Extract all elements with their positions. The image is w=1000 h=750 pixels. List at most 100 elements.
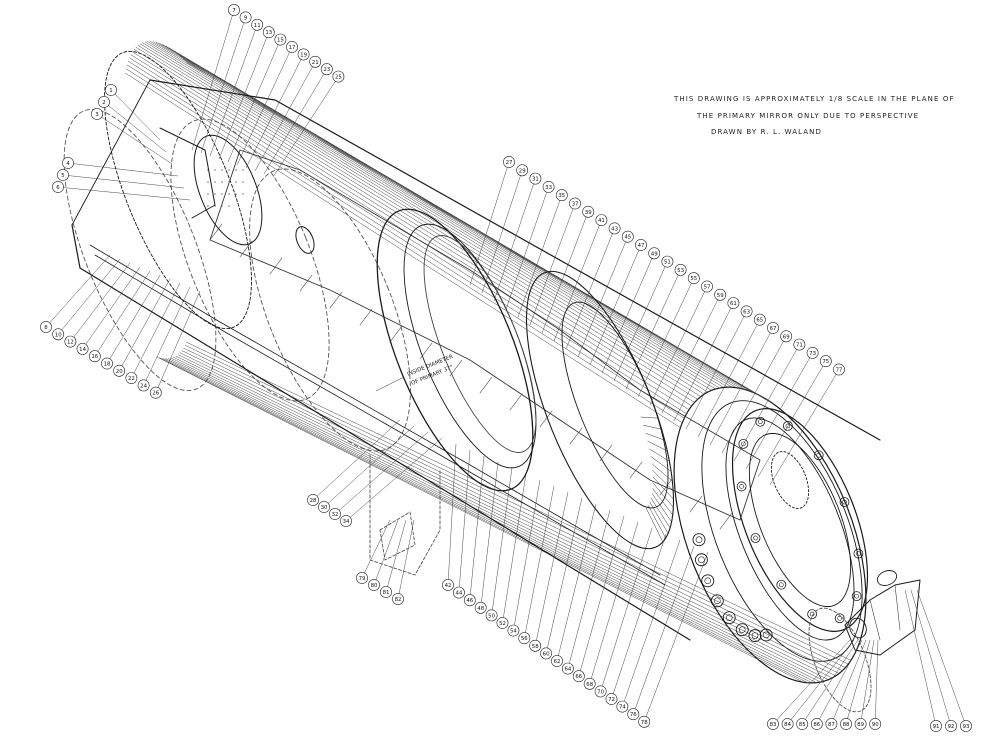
callout-balloon: 47 [635,239,647,251]
leader-line [625,269,681,390]
callout-number: 24 [140,383,147,389]
leader-line [845,639,871,725]
callout-balloon: 19 [297,48,310,61]
callout-balloon: 21 [309,55,322,68]
callout-balloon: 49 [648,247,661,260]
callout-number: 69 [783,334,790,340]
callout-number: 67 [770,326,777,332]
callout-number: 23 [323,67,330,73]
callout-leader-lines [45,9,967,727]
callout-balloon: 18 [101,357,113,370]
callout-balloon: 70 [594,685,607,698]
callout-number: 53 [677,268,684,274]
callout-balloon: 89 [854,718,867,730]
callout-number: 33 [545,185,552,191]
callout-balloon: 23 [320,63,333,76]
leader-line [345,437,443,522]
callout-balloon: 16 [88,350,101,363]
callout-balloon: 72 [605,693,618,705]
callout-number: 60 [543,651,550,657]
callout-balloon: 7 [228,4,240,16]
leader-line [155,290,201,393]
callout-number: 10 [55,332,62,338]
callout-number: 17 [289,45,296,51]
leader-line [577,236,629,358]
callout-balloon: 43 [608,222,621,235]
callout-balloon: 53 [674,263,687,276]
callout-number: 49 [651,251,658,257]
leader-line [236,46,293,166]
callout-balloon: 26 [149,386,162,399]
callout-balloon: 55 [687,272,700,285]
leader-line [106,274,161,364]
leader-line [709,327,774,446]
callout-balloon: 30 [318,501,330,513]
callout-number: 28 [310,498,317,504]
callout-number: 20 [116,369,123,375]
callout-number: 8 [44,325,48,331]
callout-balloon: 58 [529,639,542,652]
callout-number: 72 [608,697,615,703]
leader-line [769,369,840,486]
callout-number: 41 [598,218,605,224]
leader-line [131,282,181,379]
leader-line [685,311,747,430]
callout-number: 79 [359,576,366,582]
callout-balloon: 66 [572,670,585,683]
callout-balloon: 27 [503,156,515,168]
leader-line [227,39,281,163]
leader-line [385,519,407,593]
leader-line [673,302,734,422]
callout-number: 57 [704,285,711,291]
callout-number: 63 [743,309,750,315]
callout-balloon: 59 [714,288,727,301]
leader-line [524,485,555,639]
callout-number: 19 [300,52,307,58]
callout-number: 68 [586,682,593,688]
callout-balloon: 33 [542,180,555,193]
callout-balloon: 15 [274,33,287,46]
leader-line [82,266,141,350]
leader-line [245,54,304,169]
callout-number: 25 [335,75,342,81]
leader-line [62,174,185,189]
leader-line [545,497,583,654]
leader-line [733,344,800,462]
leader-line [757,361,826,478]
callout-balloon: 24 [137,379,150,392]
leader-line [57,186,191,201]
telescope-tube-linework [63,41,921,713]
leader-line [661,294,721,414]
scale-note: THIS DRAWING IS APPROXIMATELY 1/8 SCALE … [674,95,955,103]
leader-line [458,449,471,593]
callout-balloon: 44 [452,586,465,599]
callout-number: 35 [558,193,565,199]
callout-number: 30 [321,505,328,511]
callout-number: 43 [611,226,618,232]
callout-number: 48 [477,606,484,612]
callout-balloon: 65 [753,313,766,326]
callout-balloon: 51 [661,255,674,268]
leader-line [493,178,536,302]
leader-line [218,32,270,160]
callout-number: 21 [312,60,319,66]
callout-number: 84 [784,722,791,728]
leader-line [103,101,167,153]
leader-line [70,262,131,342]
callout-number: 88 [843,722,850,728]
callout-number: 66 [575,674,582,680]
callout-balloon: 60 [540,647,552,660]
callout-balloon: 63 [740,305,753,318]
callout-number: 77 [836,368,843,374]
primary-diameter-dimension: INSIDE DIAMETER OF PRIMARY 37" [375,354,454,392]
leader-line [312,419,401,501]
leader-line [589,521,639,684]
callout-balloon: 64 [562,662,574,675]
callout-balloon: 11 [251,18,264,31]
callout-balloon: 82 [392,593,404,605]
callout-balloon: 86 [810,718,823,730]
leader-line [323,425,415,508]
callout-number: 42 [445,583,452,589]
leader-line [45,254,111,328]
